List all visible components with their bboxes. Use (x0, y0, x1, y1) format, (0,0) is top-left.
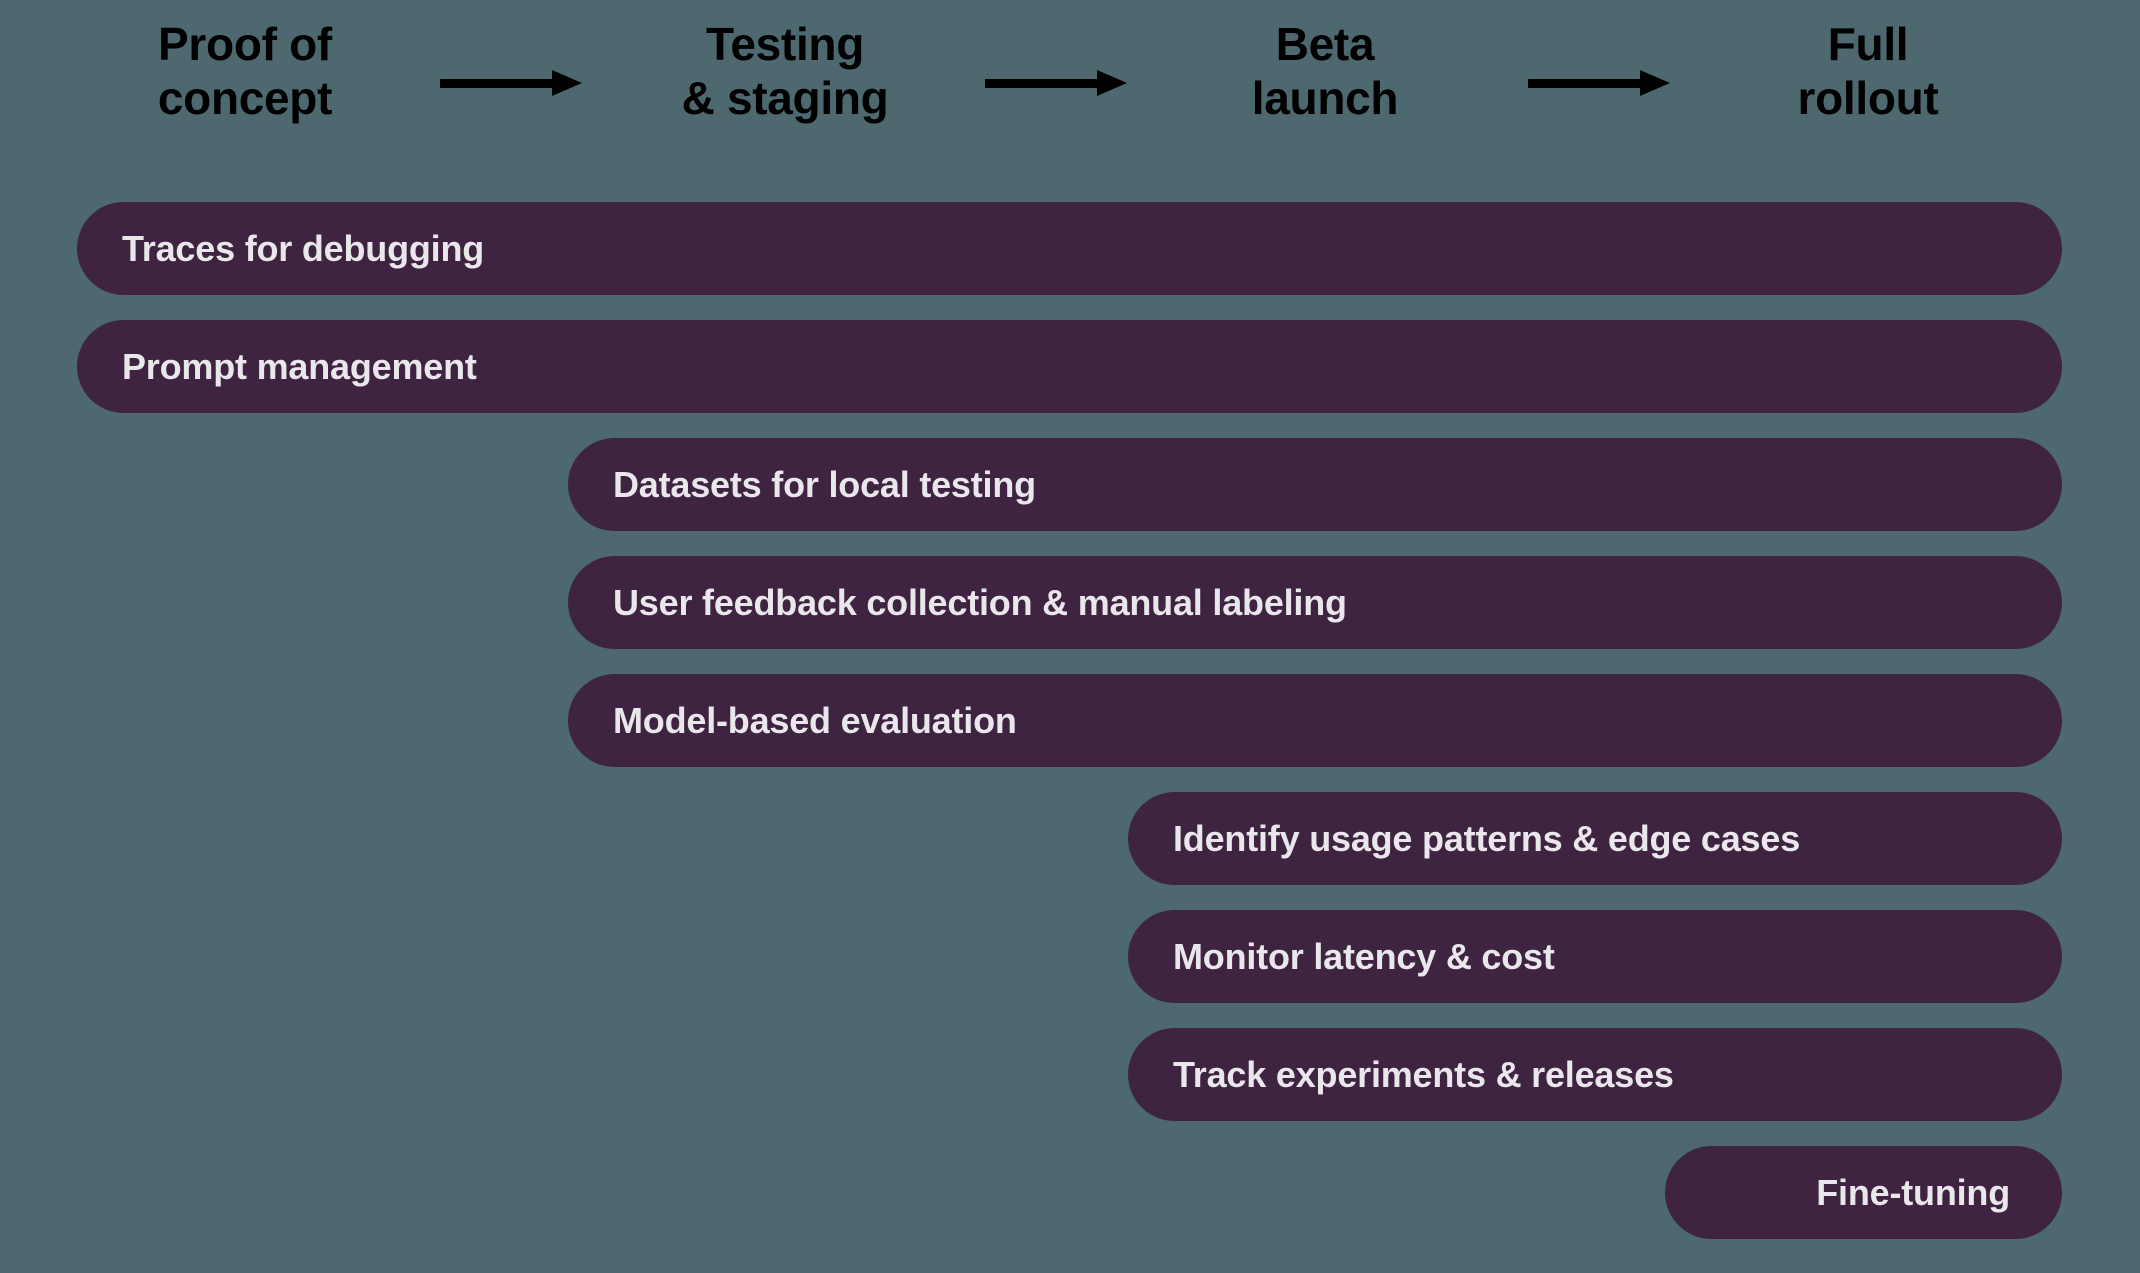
capability-bar-label: Traces for debugging (122, 227, 485, 269)
stage-label-2: Testing & staging (681, 18, 889, 124)
capability-bar[interactable]: Identify usage patterns & edge cases (1128, 792, 2062, 885)
capability-bar[interactable]: Track experiments & releases (1128, 1028, 2062, 1121)
capability-bar-label: Monitor latency & cost (1173, 935, 1555, 977)
capability-bar-label: Prompt management (122, 345, 477, 387)
arrow-shaft (440, 79, 554, 88)
arrow-head (552, 70, 582, 96)
arrow-testing-to-beta-icon (985, 70, 1127, 96)
arrow-shaft (985, 79, 1099, 88)
capability-bar[interactable]: Datasets for local testing (568, 438, 2062, 531)
arrow-poc-to-testing-icon (440, 70, 582, 96)
capability-bar-label: User feedback collection & manual labeli… (613, 581, 1347, 623)
capability-bar[interactable]: User feedback collection & manual labeli… (568, 556, 2062, 649)
capability-bar-label: Track experiments & releases (1173, 1053, 1674, 1095)
arrow-head (1097, 70, 1127, 96)
capability-bar-label: Datasets for local testing (613, 463, 1036, 505)
capability-bar[interactable]: Model-based evaluation (568, 674, 2062, 767)
stage-label-3: Beta launch (1251, 18, 1399, 124)
stage-label-1: Proof of concept (157, 18, 333, 124)
capability-bar-label: Identify usage patterns & edge cases (1173, 817, 1801, 859)
capability-bar[interactable]: Monitor latency & cost (1128, 910, 2062, 1003)
arrow-shaft (1528, 79, 1642, 88)
arrow-beta-to-rollout-icon (1528, 70, 1670, 96)
capability-bar[interactable]: Traces for debugging (77, 202, 2062, 295)
arrow-head (1640, 70, 1670, 96)
capability-bar[interactable]: Fine-tuning (1665, 1146, 2062, 1239)
stage-label-4: Full rollout (1797, 18, 1939, 124)
capability-bar-label: Model-based evaluation (613, 699, 1017, 741)
capability-bar[interactable]: Prompt management (77, 320, 2062, 413)
capability-bar-label: Fine-tuning (1816, 1171, 2010, 1213)
stage-header-row: Proof of concept Testing & staging Beta la… (0, 0, 2140, 160)
